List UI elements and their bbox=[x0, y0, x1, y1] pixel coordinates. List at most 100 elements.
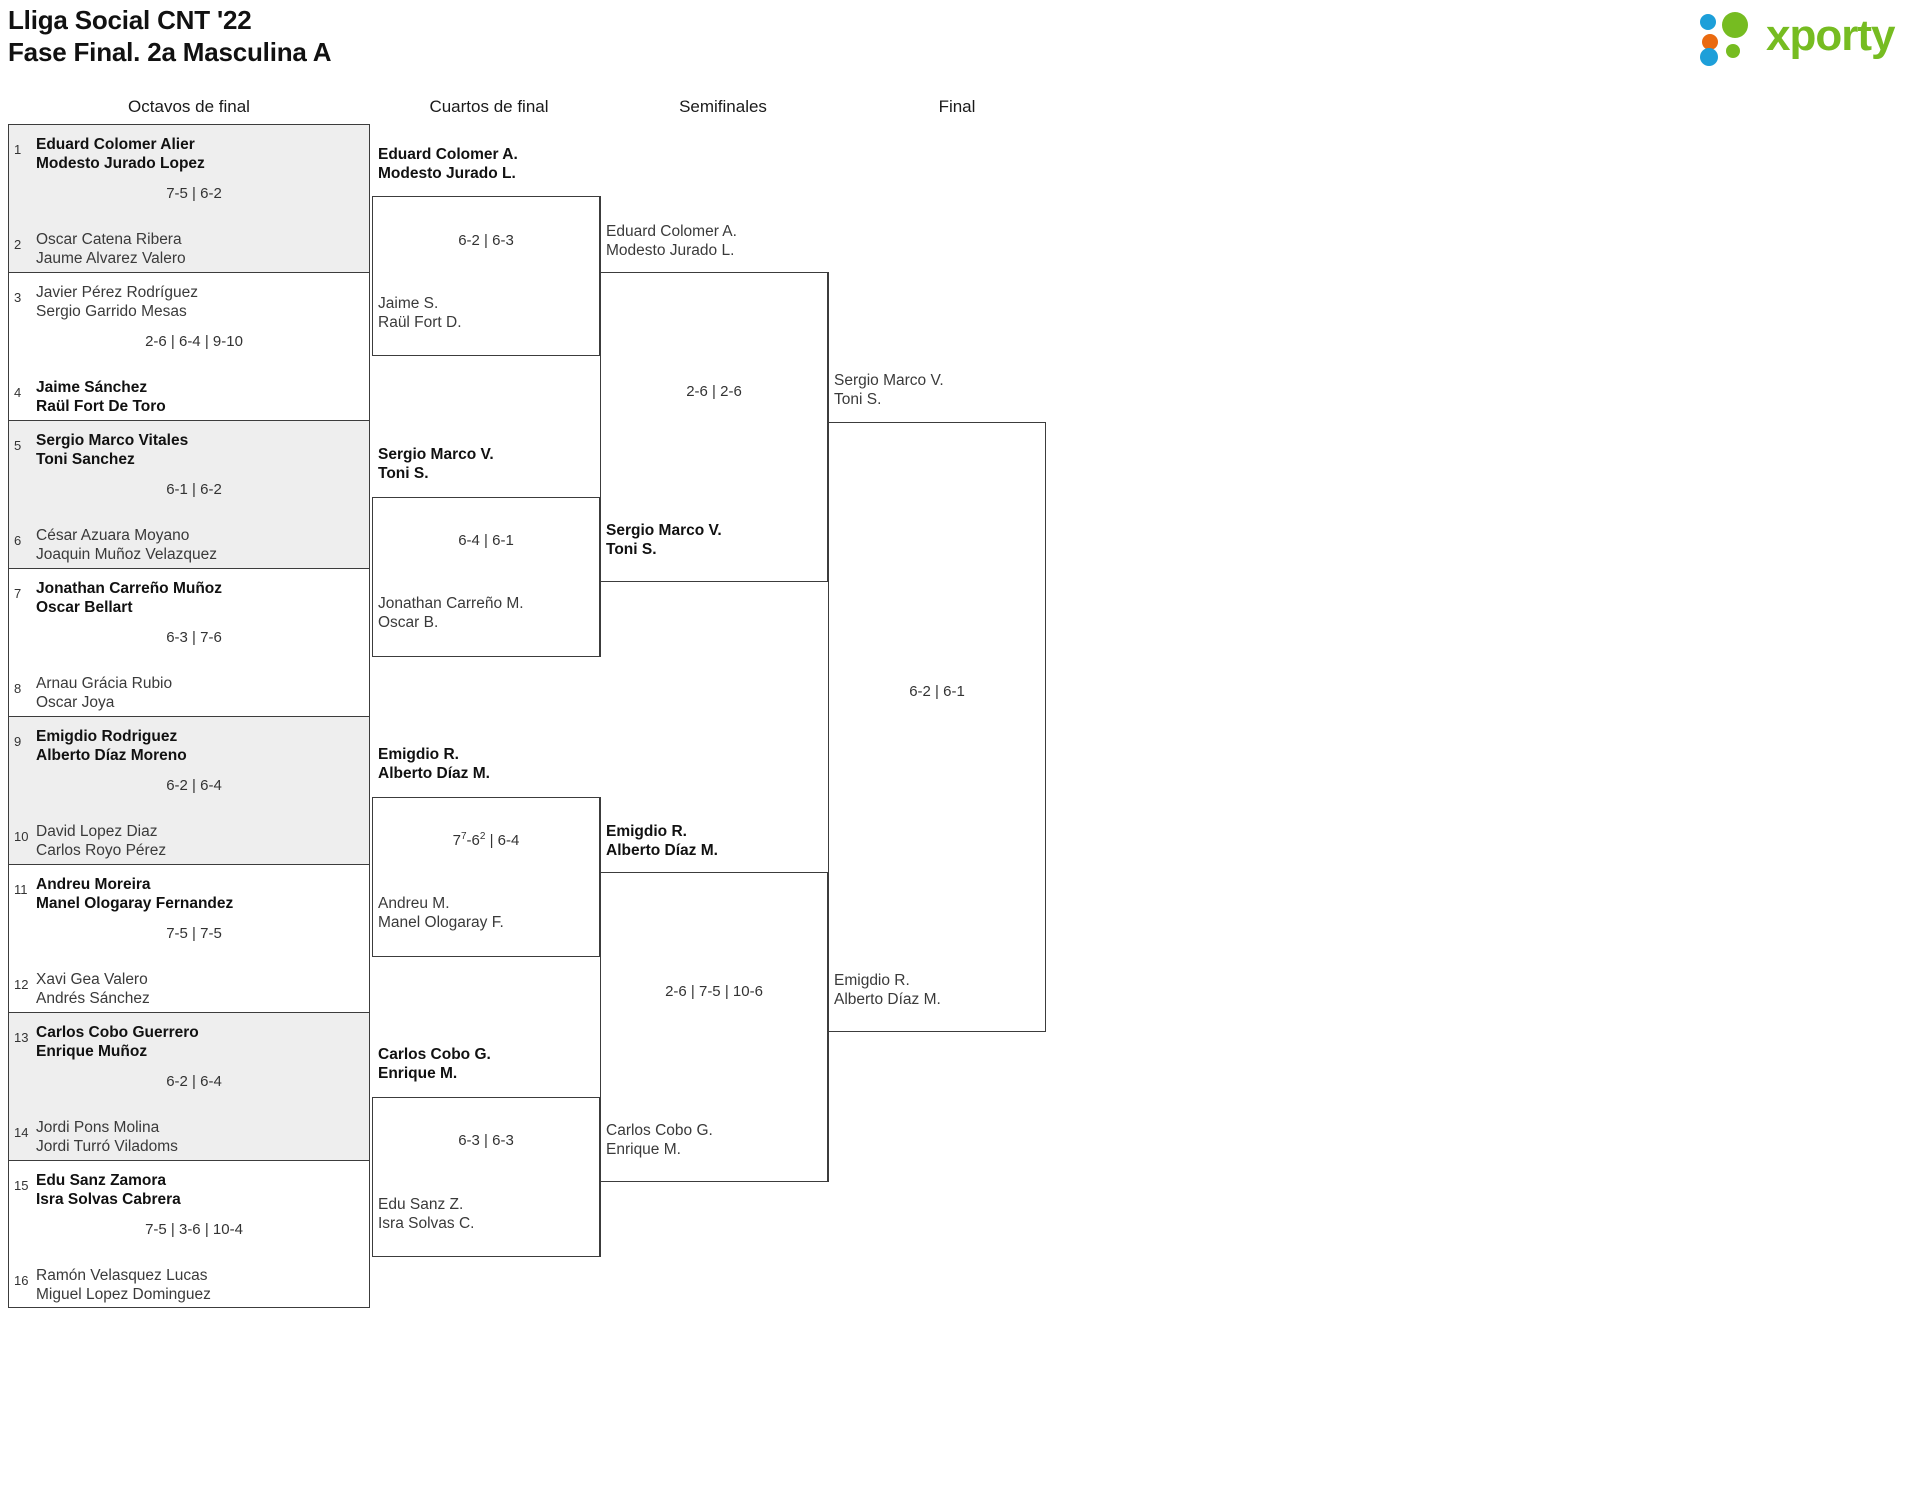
match-row[interactable]: 13 Carlos Cobo Guerrero Enrique Muñoz 6-… bbox=[8, 1012, 370, 1160]
match-winner-label: Emigdio R. Alberto Díaz M. bbox=[606, 822, 718, 860]
match-box[interactable] bbox=[600, 872, 828, 1182]
match-box[interactable] bbox=[372, 497, 600, 657]
player-name: Enrique Muñoz bbox=[36, 1043, 148, 1060]
player-name: Isra Solvas C. bbox=[378, 1215, 475, 1232]
match-loser-label: Jonathan Carreño M. Oscar B. bbox=[378, 594, 524, 632]
player-name: Alberto Díaz M. bbox=[834, 991, 941, 1008]
final-bottom-team-label: Emigdio R. Alberto Díaz M. bbox=[834, 971, 941, 1009]
player-name: Sergio Marco V. bbox=[606, 522, 722, 539]
match-winner-label: Sergio Marco V. Toni S. bbox=[606, 521, 722, 559]
match-loser-label: Carlos Cobo G. Enrique M. bbox=[606, 1121, 713, 1159]
match-row[interactable]: 7 Jonathan Carreño Muñoz Oscar Bellart 6… bbox=[8, 568, 370, 716]
match-score: 6-2 | 6-3 bbox=[458, 232, 514, 249]
player-name: Joaquin Muñoz Velazquez bbox=[36, 546, 217, 563]
match-row[interactable]: 15 Edu Sanz Zamora Isra Solvas Cabrera 7… bbox=[8, 1160, 370, 1308]
seed-number: 2 bbox=[14, 237, 22, 252]
seed-number: 14 bbox=[14, 1125, 29, 1140]
player-name: Andreu M. bbox=[378, 895, 450, 912]
team-bottom: David Lopez Diaz Carlos Royo Pérez bbox=[36, 822, 366, 860]
xporty-logo[interactable]: xporty bbox=[1700, 8, 1910, 66]
seed-number: 11 bbox=[14, 882, 28, 897]
match-loser-label: Eduard Colomer A. Modesto Jurado L. bbox=[606, 222, 737, 260]
player-name: Edu Sanz Z. bbox=[378, 1196, 464, 1213]
seed-number: 7 bbox=[14, 586, 22, 601]
round-header-cuartos: Cuartos de final bbox=[429, 97, 549, 116]
match-row[interactable]: 3 Javier Pérez Rodríguez Sergio Garrido … bbox=[8, 272, 370, 420]
player-name: Miguel Lopez Dominguez bbox=[36, 1286, 211, 1303]
match-winner-label: Eduard Colomer A. Modesto Jurado L. bbox=[378, 145, 518, 183]
player-name: Toni S. bbox=[378, 465, 429, 482]
player-name: Toni S. bbox=[834, 391, 882, 408]
player-name: Jonathan Carreño Muñoz bbox=[36, 580, 223, 597]
match-score: 2-6 | 6-4 | 9-10 bbox=[145, 333, 243, 350]
match-box[interactable] bbox=[372, 1097, 600, 1257]
match-winner-label: Emigdio R. Alberto Díaz M. bbox=[378, 745, 490, 783]
match-row[interactable]: 9 Emigdio Rodriguez Alberto Díaz Moreno … bbox=[8, 716, 370, 864]
player-name: Jaime Sánchez bbox=[36, 379, 148, 396]
match-box[interactable] bbox=[372, 797, 600, 957]
player-name: Oscar Catena Ribera bbox=[36, 231, 182, 248]
tournament-name: Lliga Social CNT '22 bbox=[8, 5, 252, 35]
team-bottom: César Azuara Moyano Joaquin Muñoz Velazq… bbox=[36, 526, 366, 564]
player-name: Emigdio Rodriguez bbox=[36, 728, 178, 745]
player-name: Xavi Gea Valero bbox=[36, 971, 148, 988]
match-score: 6-3 | 7-6 bbox=[166, 629, 222, 646]
match-box[interactable] bbox=[828, 422, 1046, 1032]
match-score: 77-62 | 6-4 bbox=[452, 831, 520, 850]
match-box[interactable] bbox=[600, 272, 828, 582]
match-score: 2-6 | 7-5 | 10-6 bbox=[665, 983, 763, 1000]
team-top: Carlos Cobo Guerrero Enrique Muñoz bbox=[36, 1023, 366, 1061]
match-row[interactable]: 1 Eduard Colomer Alier Modesto Jurado Lo… bbox=[8, 124, 370, 272]
seed-number: 13 bbox=[14, 1030, 29, 1045]
round-header-octavos: Octavos de final bbox=[128, 97, 250, 116]
match-score: 6-2 | 6-4 bbox=[166, 777, 222, 794]
player-name: Raül Fort De Toro bbox=[36, 398, 166, 415]
player-name: Sergio Garrido Mesas bbox=[36, 303, 187, 320]
player-name: Jaime S. bbox=[378, 295, 439, 312]
player-name: Eduard Colomer A. bbox=[378, 146, 518, 163]
match-box[interactable] bbox=[372, 196, 600, 356]
match-row[interactable]: 5 Sergio Marco Vitales Toni Sanchez 6-1 … bbox=[8, 420, 370, 568]
final-top-team-label: Sergio Marco V. Toni S. bbox=[834, 371, 944, 409]
team-top: Eduard Colomer Alier Modesto Jurado Lope… bbox=[36, 135, 366, 173]
bracket-connector bbox=[600, 582, 601, 657]
seed-number: 12 bbox=[14, 977, 29, 992]
tournament-phase: Fase Final. 2a Masculina A bbox=[8, 37, 332, 67]
match-row[interactable]: 11 Andreu Moreira Manel Ologaray Fernand… bbox=[8, 864, 370, 1012]
page-title: Lliga Social CNT '22 Fase Final. 2a Masc… bbox=[8, 4, 331, 68]
seed-number: 3 bbox=[14, 290, 22, 305]
player-name: Ramón Velasquez Lucas bbox=[36, 1267, 208, 1284]
bracket-connector bbox=[828, 272, 829, 422]
match-score: 6-3 | 6-3 bbox=[458, 1132, 514, 1149]
team-bottom: Xavi Gea Valero Andrés Sánchez bbox=[36, 970, 366, 1008]
match-score: 7-5 | 6-2 bbox=[166, 185, 222, 202]
bracket-connector bbox=[600, 1182, 601, 1257]
player-name: Jonathan Carreño M. bbox=[378, 595, 524, 612]
player-name: Toni Sanchez bbox=[36, 451, 135, 468]
team-top: Emigdio Rodriguez Alberto Díaz Moreno bbox=[36, 727, 366, 765]
player-name: Enrique M. bbox=[606, 1141, 681, 1158]
player-name: Javier Pérez Rodríguez bbox=[36, 284, 198, 301]
team-bottom: Jordi Pons Molina Jordi Turró Viladoms bbox=[36, 1118, 366, 1156]
player-name: Carlos Cobo G. bbox=[378, 1046, 491, 1063]
player-name: Raül Fort D. bbox=[378, 314, 462, 331]
player-name: Eduard Colomer A. bbox=[606, 223, 737, 240]
seed-number: 6 bbox=[14, 533, 22, 548]
player-name: Toni S. bbox=[606, 541, 657, 558]
player-name: Sergio Marco V. bbox=[378, 446, 494, 463]
team-bottom: Jaime Sánchez Raül Fort De Toro bbox=[36, 378, 366, 416]
match-score: 6-2 | 6-1 bbox=[909, 683, 965, 700]
player-name: Manel Ologaray Fernandez bbox=[36, 895, 234, 912]
bracket-connector bbox=[600, 196, 601, 272]
match-score: 6-2 | 6-4 bbox=[166, 1073, 222, 1090]
player-name: Carlos Cobo G. bbox=[606, 1122, 713, 1139]
team-bottom: Arnau Grácia Rubio Oscar Joya bbox=[36, 674, 366, 712]
player-name: Sergio Marco Vitales bbox=[36, 432, 189, 449]
match-winner-label: Carlos Cobo G. Enrique M. bbox=[378, 1045, 491, 1083]
player-name: Alberto Díaz M. bbox=[606, 842, 718, 859]
player-name: Edu Sanz Zamora bbox=[36, 1172, 167, 1189]
player-name: Oscar Bellart bbox=[36, 599, 133, 616]
player-name: Jordi Pons Molina bbox=[36, 1119, 160, 1136]
player-name: Andreu Moreira bbox=[36, 876, 151, 893]
player-name: Jaume Alvarez Valero bbox=[36, 250, 186, 267]
